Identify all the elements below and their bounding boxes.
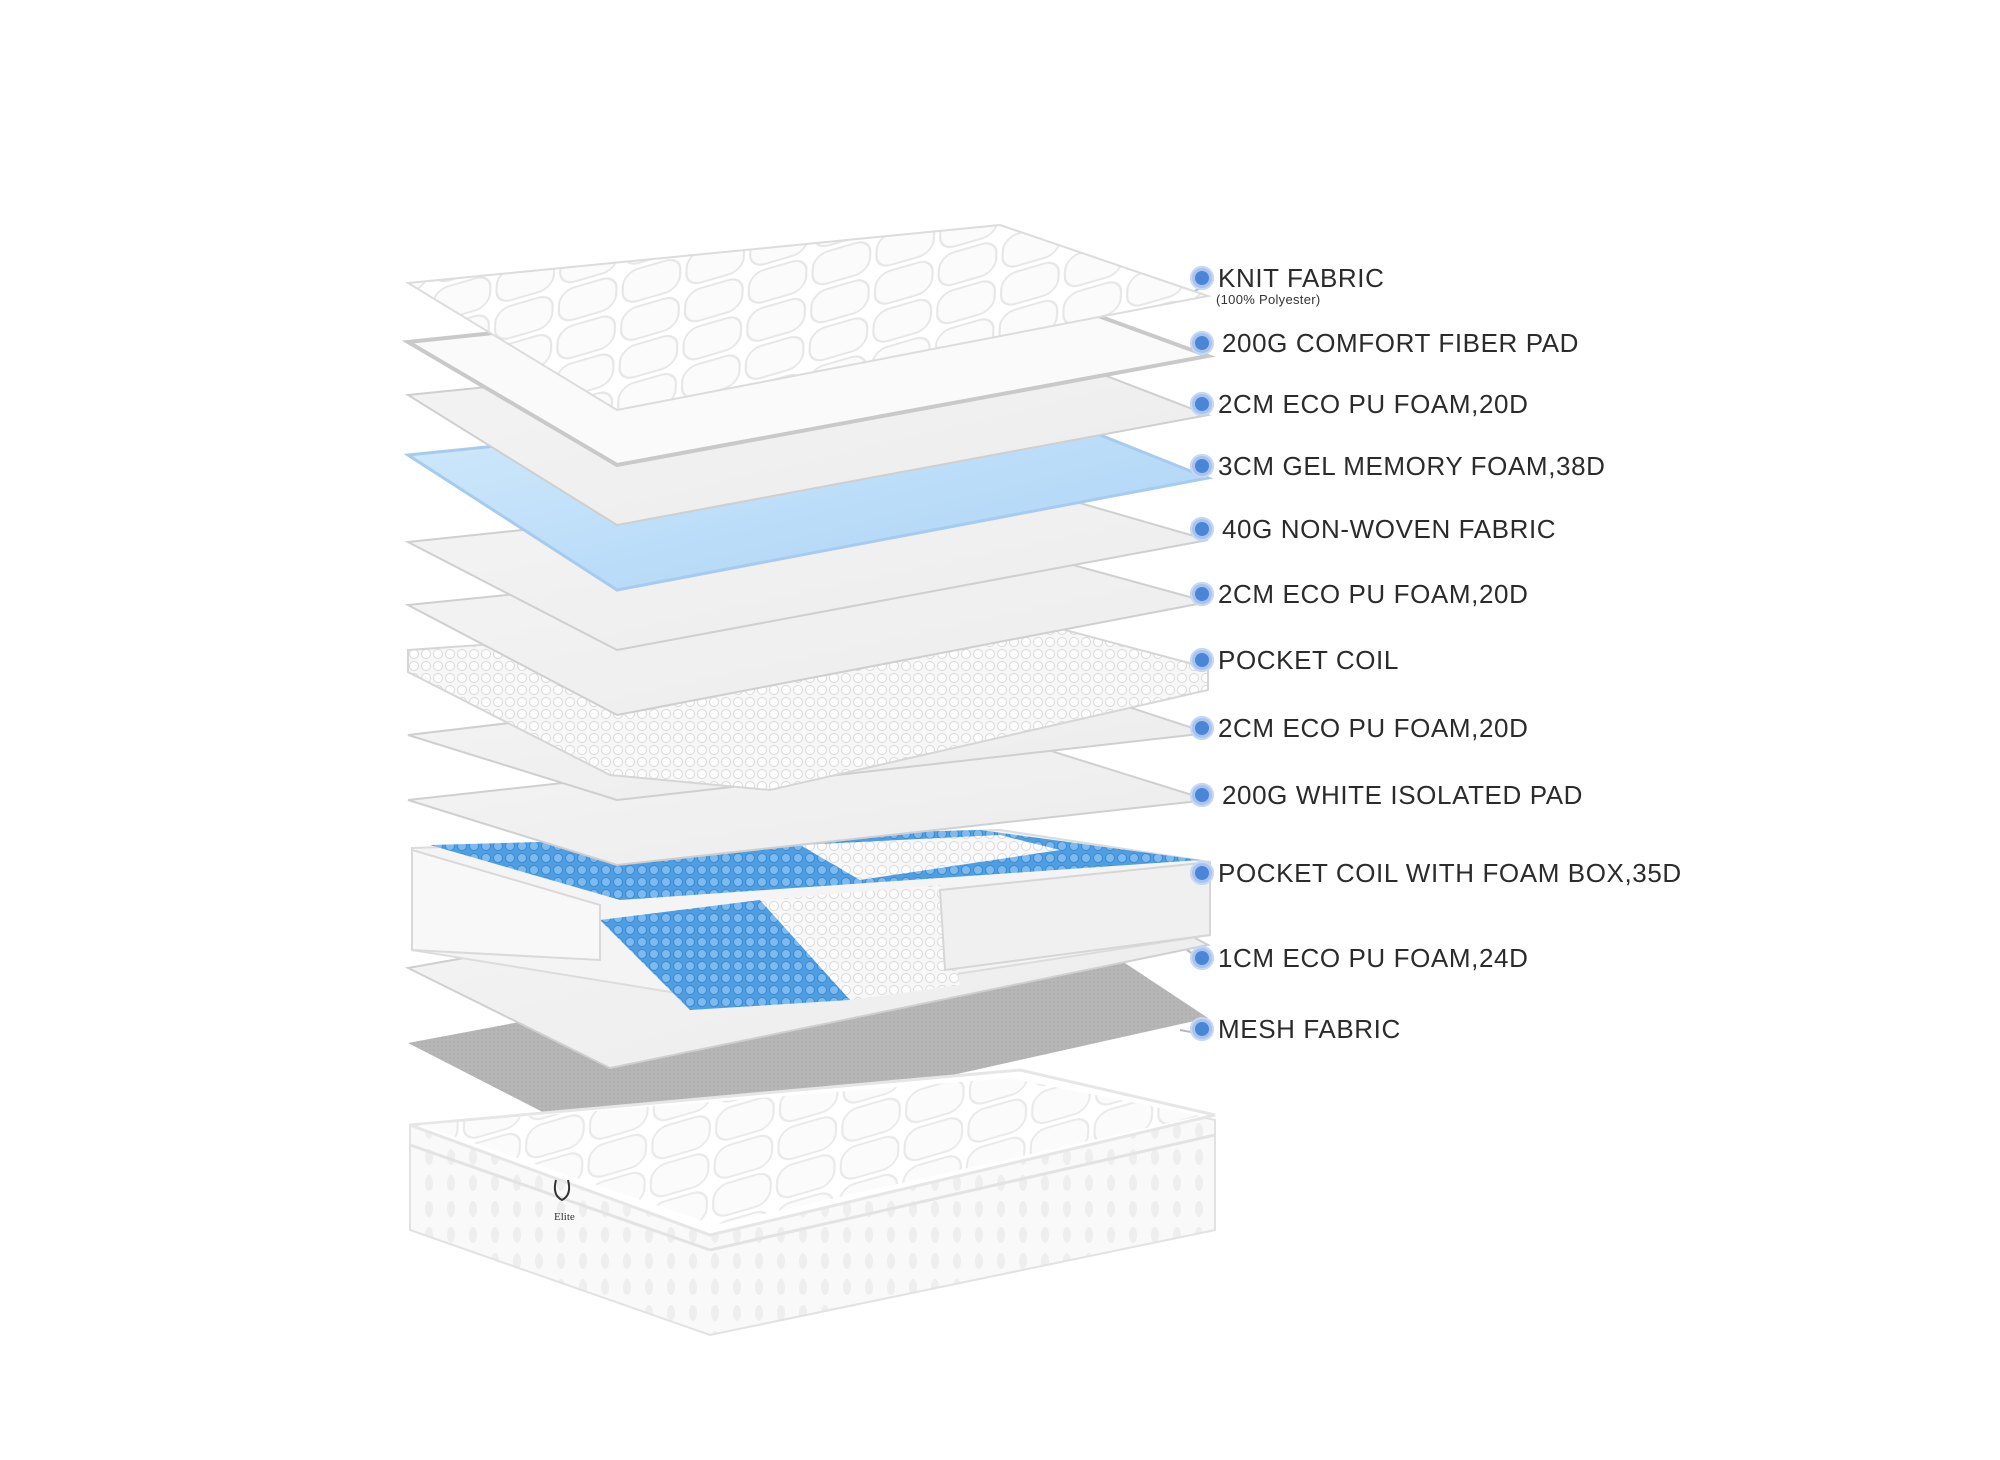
- bullet-dot-icon: [1190, 331, 1214, 355]
- layer-label-2: 200G COMFORT FIBER PAD: [1190, 328, 1580, 358]
- layer-label-3: 2CM ECO PU FOAM,20D: [1190, 389, 1529, 419]
- bullet-dot-icon: [1190, 783, 1214, 807]
- layer-name: 40G NON-WOVEN FABRIC: [1222, 514, 1557, 544]
- bullet-dot-icon: [1190, 517, 1214, 541]
- layer-label-9: 200G WHITE ISOLATED PAD: [1190, 780, 1584, 810]
- layer-label-4: 3CM GEL MEMORY FOAM,38D: [1190, 451, 1606, 481]
- layer-name: 3CM GEL MEMORY FOAM,38D: [1218, 451, 1606, 481]
- layer-label-10: POCKET COIL WITH FOAM BOX,35D: [1190, 858, 1682, 888]
- layer-name: POCKET COIL: [1218, 645, 1399, 675]
- brand-emblem-text: Elite: [554, 1211, 575, 1223]
- assembled-mattress: Elite: [409, 1068, 1216, 1337]
- layer-label-11: 1CM ECO PU FOAM,24D: [1190, 943, 1529, 973]
- bullet-dot-icon: [1190, 946, 1214, 970]
- bullet-dot-icon: [1190, 861, 1214, 885]
- layer-sublabel: (100% Polyester): [1216, 292, 1321, 307]
- layer-name: 2CM ECO PU FOAM,20D: [1218, 579, 1529, 609]
- layer-label-7: POCKET COIL: [1190, 645, 1399, 675]
- layer-label-12: MESH FABRIC: [1190, 1014, 1401, 1044]
- bullet-dot-icon: [1190, 454, 1214, 478]
- bullet-dot-icon: [1190, 582, 1214, 606]
- layer-name: 200G WHITE ISOLATED PAD: [1222, 780, 1584, 810]
- layer-name: 1CM ECO PU FOAM,24D: [1218, 943, 1529, 973]
- layer-name: KNIT FABRIC: [1218, 263, 1385, 293]
- layer-label-6: 2CM ECO PU FOAM,20D: [1190, 579, 1529, 609]
- layer-name: 200G COMFORT FIBER PAD: [1222, 328, 1580, 358]
- layer-label-5: 40G NON-WOVEN FABRIC: [1190, 514, 1557, 544]
- bullet-dot-icon: [1190, 1017, 1214, 1041]
- layer-name: POCKET COIL WITH FOAM BOX,35D: [1218, 858, 1682, 888]
- layer-label-8: 2CM ECO PU FOAM,20D: [1190, 713, 1529, 743]
- bullet-dot-icon: [1190, 392, 1214, 416]
- layer-name: 2CM ECO PU FOAM,20D: [1218, 389, 1529, 419]
- layer-name: MESH FABRIC: [1218, 1014, 1401, 1044]
- bullet-dot-icon: [1190, 648, 1214, 672]
- bullet-dot-icon: [1190, 716, 1214, 740]
- layer-label-1: KNIT FABRIC (100% Polyester): [1190, 263, 1385, 307]
- bullet-dot-icon: [1190, 266, 1214, 290]
- layer-name: 2CM ECO PU FOAM,20D: [1218, 713, 1529, 743]
